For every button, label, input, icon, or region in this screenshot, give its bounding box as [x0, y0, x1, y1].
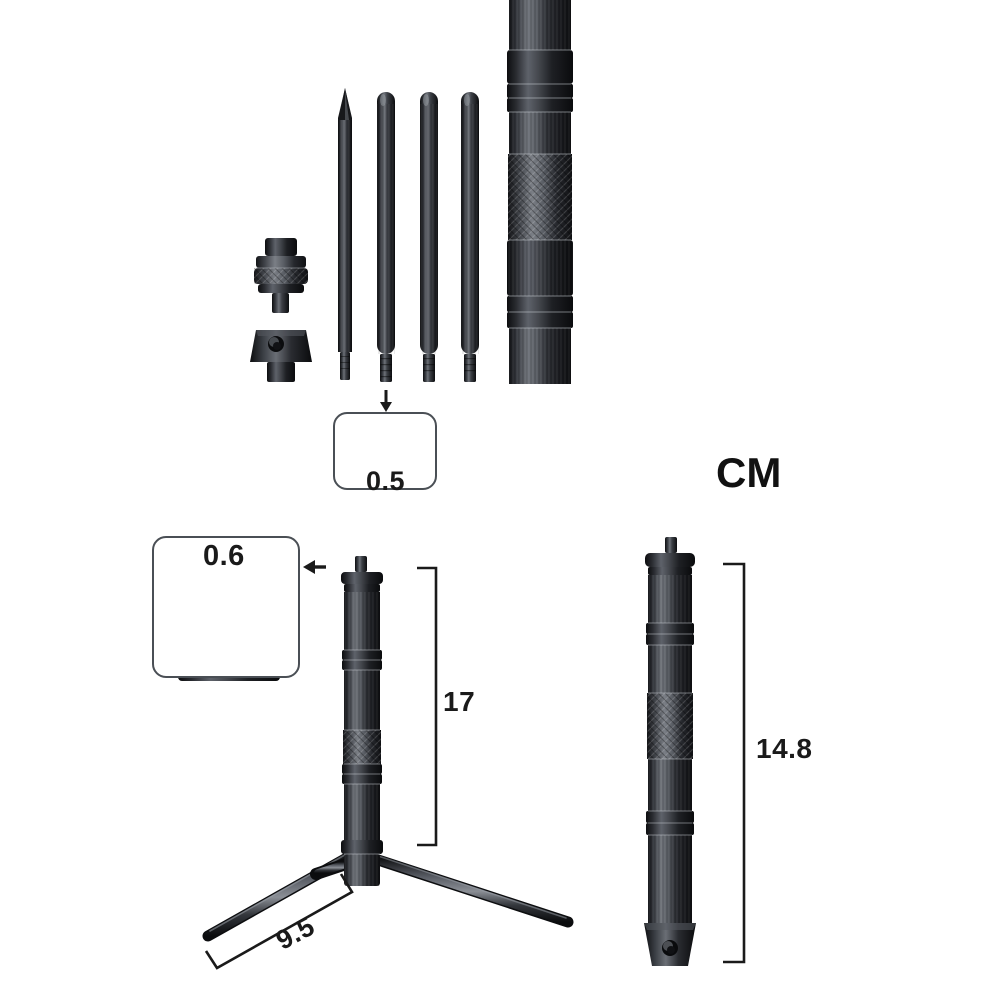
part-group-rods — [338, 88, 479, 382]
dimension-label-0-6: 0.6 — [203, 540, 245, 572]
part-tripod-legs-folded — [644, 537, 696, 966]
callout-box-thread-0-6 — [152, 536, 300, 678]
dimension-label-14-8: 14.8 — [756, 733, 813, 764]
arrow-down-to-thread-callout — [380, 390, 392, 412]
part-extension-rod-1 — [377, 92, 395, 382]
part-pointed-spike-rod — [338, 88, 352, 380]
unit-label-cm: CM — [716, 449, 782, 496]
tripod-leg-right — [366, 852, 574, 928]
dimension-label-17: 17 — [443, 686, 476, 717]
dimension-label-0-5: 0.5 — [366, 466, 406, 496]
dimension-bracket-9-5 — [204, 873, 354, 970]
part-extension-rod-3 — [461, 92, 479, 382]
callout-box-thread-0-5 — [333, 412, 437, 490]
part-extension-rod-2 — [420, 92, 438, 382]
part-rubber-foot-base — [250, 330, 312, 382]
part-tripod-legs-open — [202, 556, 574, 942]
part-main-telescoping-pole — [507, 0, 573, 384]
arrow-left-to-adapter-callout — [303, 560, 326, 574]
part-knurled-adapter-knob — [254, 238, 308, 313]
dimension-bracket-17 — [417, 566, 438, 847]
dimension-bracket-14-8 — [723, 562, 746, 964]
